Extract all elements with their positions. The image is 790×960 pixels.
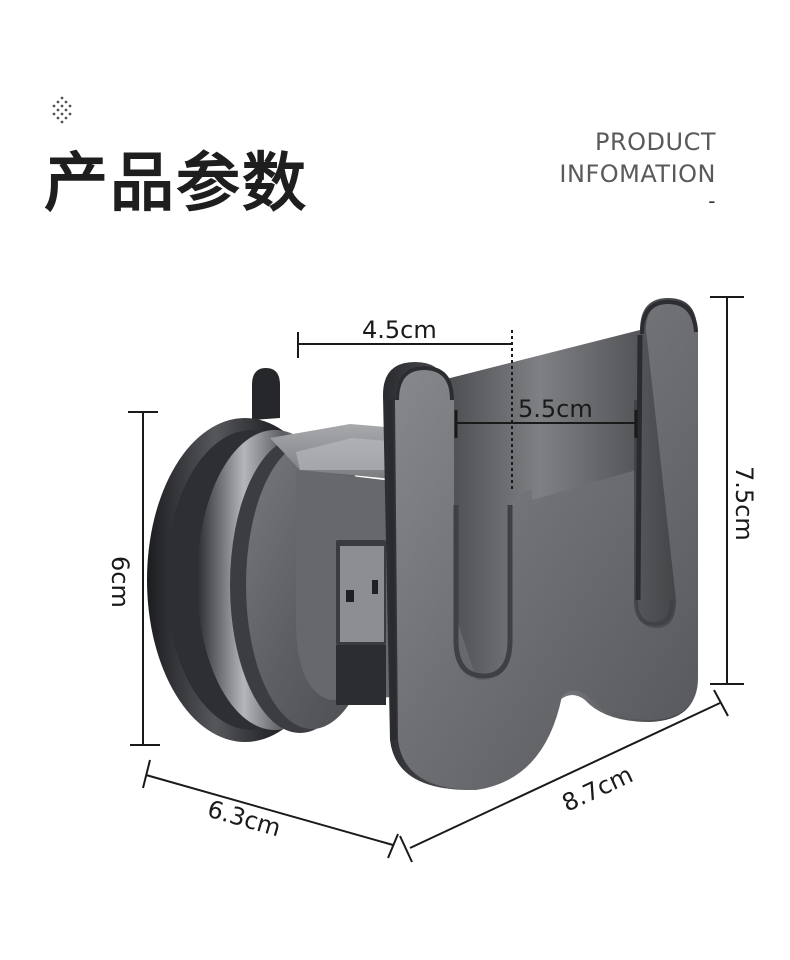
subtitle-line-2: INFOMATION [559,160,716,188]
usb-plug [336,540,386,705]
dim-line-8-7 [409,702,721,849]
dot-diamond-icon [52,96,72,124]
suction-tab [252,368,280,420]
subtitle-dash: - [708,189,716,213]
dim-label-4-5: 4.5cm [362,316,437,344]
dim-label-6: 6cm [106,556,134,608]
dim-label-7-5: 7.5cm [730,466,758,541]
dim-label-8-7: 8.7cm [558,760,638,817]
page-title: 产品参数 [44,147,308,221]
dim-label-5-5: 5.5cm [518,395,593,423]
w-hook-face [395,302,698,790]
subtitle-line-1: PRODUCT [594,128,716,156]
subtitle-english: PRODUCT INFOMATION - [559,126,716,212]
dim-line-6-3 [145,774,394,846]
